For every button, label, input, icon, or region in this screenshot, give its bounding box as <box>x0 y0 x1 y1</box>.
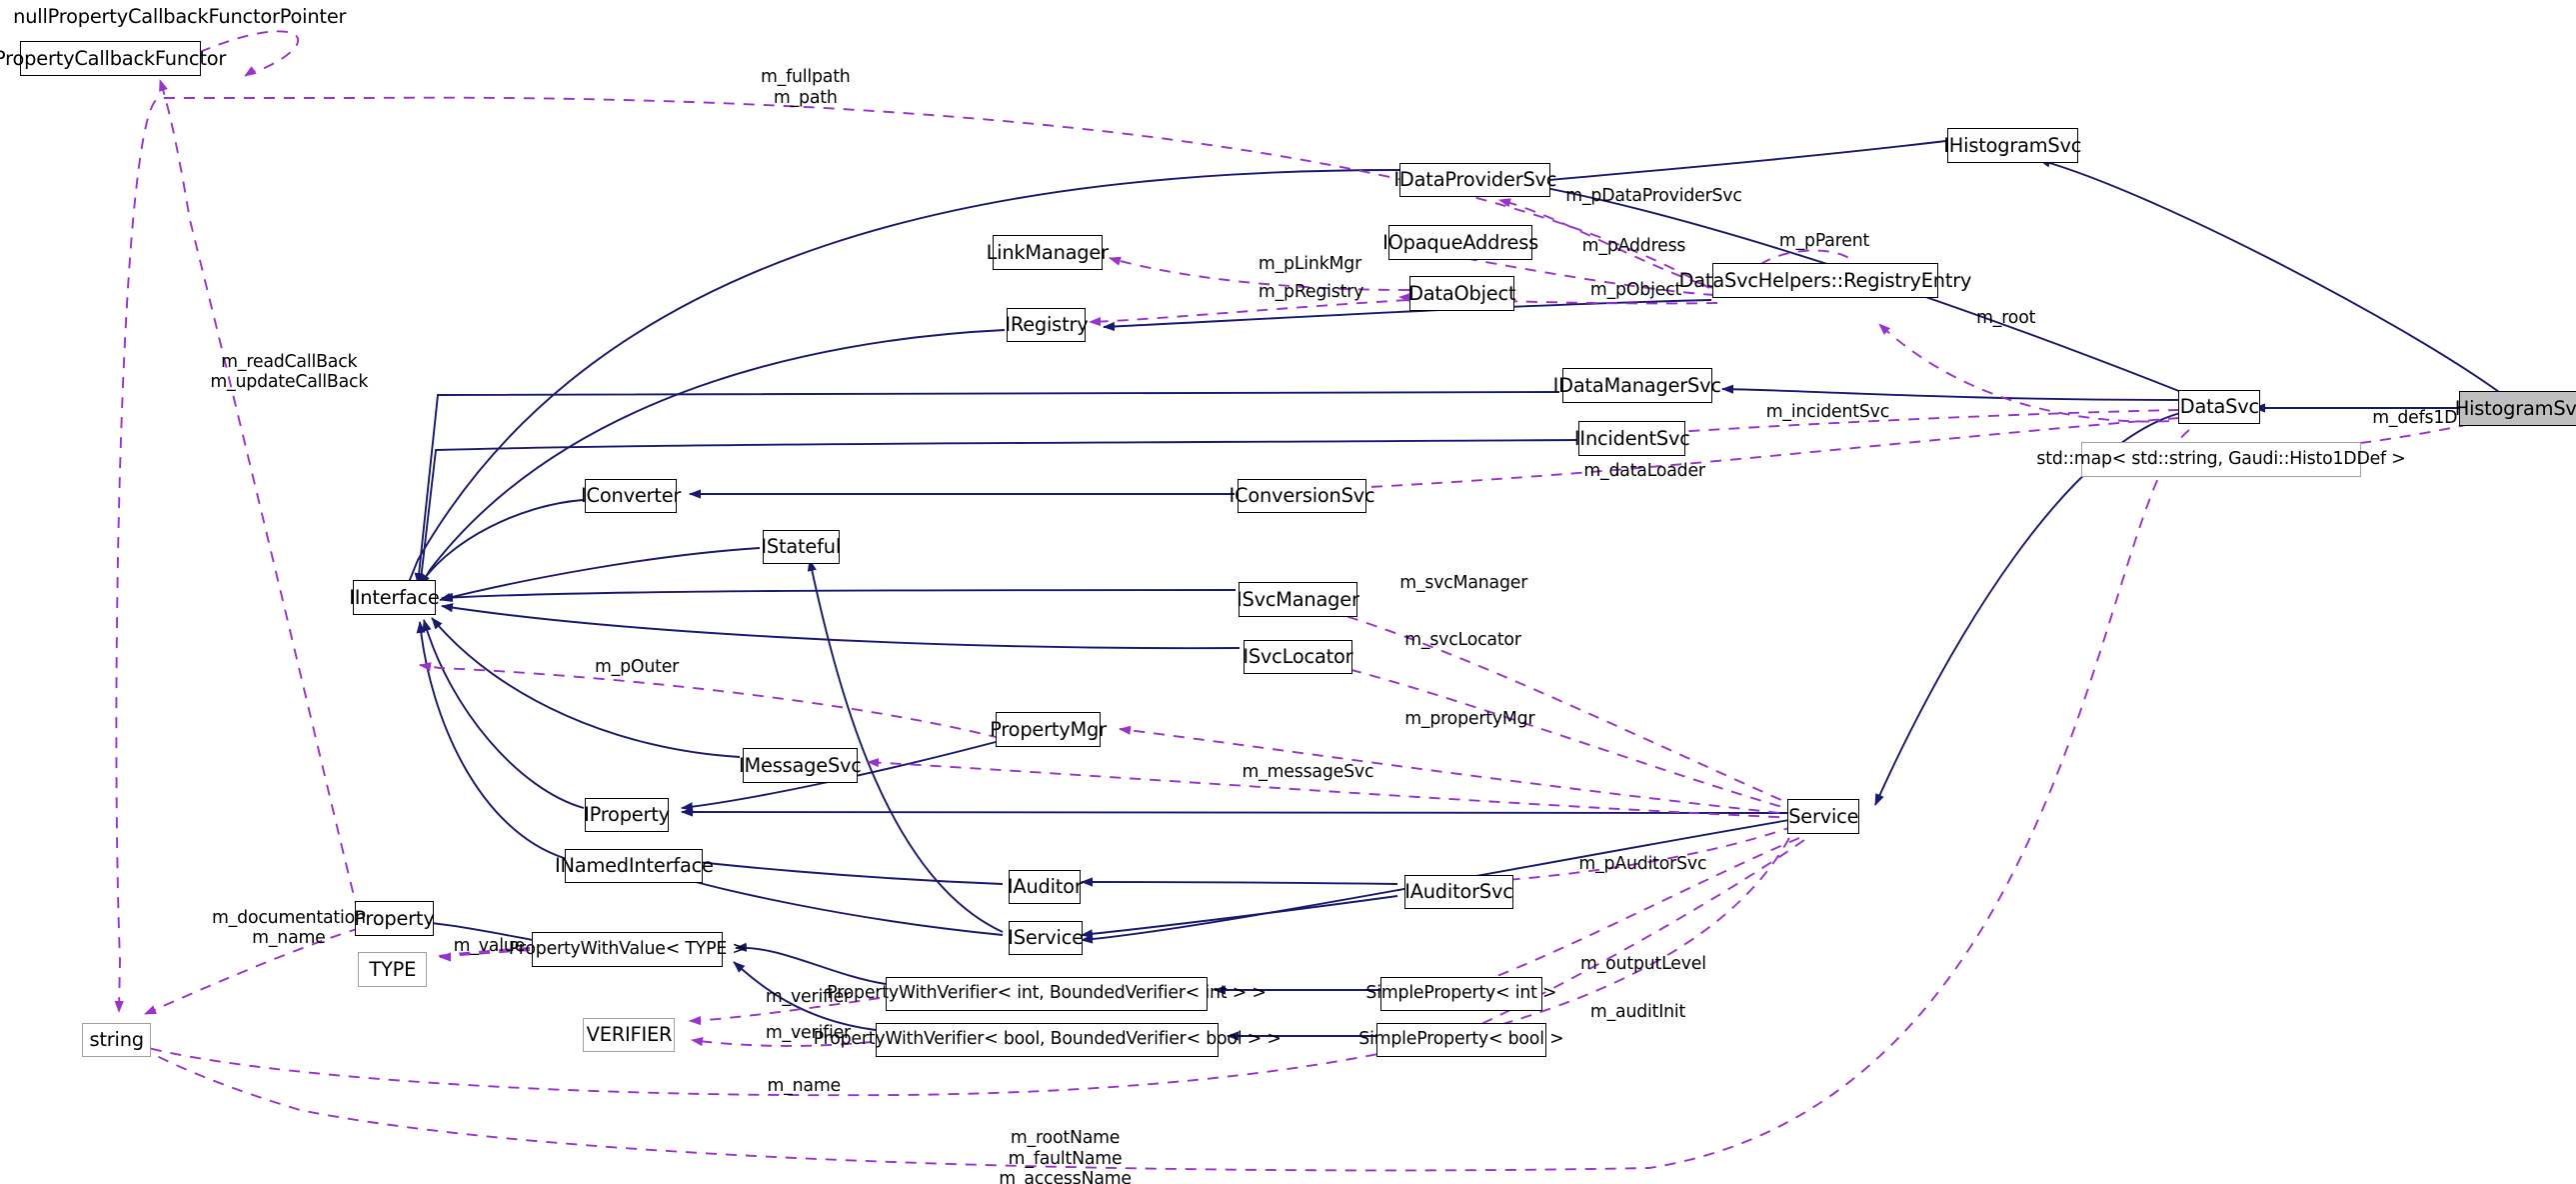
label-m-pregistry: m_pRegistry <box>1258 281 1364 302</box>
node-label: IStateful <box>761 535 842 559</box>
label-m-pauditorsvc: m_pAuditorSvc <box>1578 854 1707 875</box>
label-m-rootname-m-faultname-m-accessname: m_rootName m_faultName m_accessName <box>999 1128 1132 1184</box>
node-label: IAuditor <box>1007 875 1083 899</box>
node-label: INamedInterface <box>554 854 714 878</box>
node-link-manager[interactable]: LinkManager <box>987 235 1109 270</box>
node-label: DataObject <box>1408 281 1516 305</box>
node-propertymgr[interactable]: PropertyMgr <box>990 712 1107 747</box>
node-label: DataSvc <box>2179 395 2259 419</box>
node-inamedinterface[interactable]: INamedInterface <box>555 848 714 884</box>
node-idatamanagersvc[interactable]: IDataManagerSvc <box>1553 368 1721 403</box>
node-label: DataSvcHelpers::RegistryEntry <box>1678 268 1972 292</box>
node-std-map-histo1ddef[interactable]: std::map< std::string, Gaudi::Histo1DDef… <box>2036 442 2406 477</box>
label-m-pdataprovidersvc: m_pDataProviderSvc <box>1565 186 1742 207</box>
label-m-verifier-bool: m_verifier <box>765 1023 851 1044</box>
node-label: std::map< std::string, Gaudi::Histo1DDef… <box>2036 448 2406 469</box>
node-iopaqueaddress[interactable]: IOpaqueAddress <box>1382 225 1538 260</box>
label-m-pobject: m_pObject <box>1589 280 1682 301</box>
node-label: IProperty <box>584 803 670 827</box>
node-iauditor[interactable]: IAuditor <box>1007 869 1083 905</box>
node-dataobject[interactable]: DataObject <box>1408 276 1516 311</box>
node-label: ISvcLocator <box>1243 645 1353 669</box>
label-m-verifier-int: m_verifier <box>765 987 851 1008</box>
node-iauditorsvc[interactable]: IAuditorSvc <box>1404 874 1513 910</box>
node-property[interactable]: Property <box>354 901 435 936</box>
node-label: IRegistry <box>1005 313 1089 337</box>
node-label: LinkManager <box>986 240 1110 264</box>
node-datasvchelpers-registryentry[interactable]: DataSvcHelpers::RegistryEntry <box>1679 263 1971 298</box>
node-iregistry[interactable]: IRegistry <box>1005 307 1089 343</box>
node-label: PropertyWithValue< TYPE > <box>508 938 747 959</box>
node-iconversionsvc[interactable]: IConversionSvc <box>1230 478 1375 514</box>
node-label: IAuditorSvc <box>1404 880 1513 904</box>
node-iincidentsvc[interactable]: IIncidentSvc <box>1574 420 1690 456</box>
label-m-pouter: m_pOuter <box>594 656 680 677</box>
node-label: IMessageSvc <box>739 753 862 777</box>
label-m-name: m_name <box>767 1076 842 1097</box>
node-verifier[interactable]: VERIFIER <box>583 1017 676 1053</box>
node-datasvc[interactable]: DataSvc <box>2178 389 2261 425</box>
label-m-value: m_value <box>453 936 526 957</box>
label-m-messagesvc: m_messageSvc <box>1242 762 1374 783</box>
node-property-callback-functor[interactable]: PropertyCallbackFunctor <box>0 41 226 76</box>
node-label: IConversionSvc <box>1229 484 1375 508</box>
node-propertywithvalue[interactable]: PropertyWithValue< TYPE > <box>509 932 747 967</box>
node-iinterface[interactable]: IInterface <box>349 580 440 616</box>
label-m-incidentsvc: m_incidentSvc <box>1765 401 1890 422</box>
node-type[interactable]: TYPE <box>358 952 428 987</box>
node-label: VERIFIER <box>586 1023 673 1047</box>
node-label: ISvcManager <box>1236 587 1359 611</box>
label-m-dataloader: m_dataLoader <box>1583 461 1705 482</box>
node-label: IInterface <box>349 586 440 610</box>
node-istateful[interactable]: IStateful <box>761 529 842 565</box>
label-m-svcmanager: m_svcManager <box>1399 572 1528 593</box>
label-m-documentation-m-name: m_documentation m_name <box>212 907 366 949</box>
node-iconverter[interactable]: IConverter <box>581 478 681 514</box>
node-isvcmanager[interactable]: ISvcManager <box>1236 582 1359 617</box>
node-isvclocator[interactable]: ISvcLocator <box>1243 639 1353 675</box>
node-label: string <box>89 1028 145 1052</box>
node-label: SimpleProperty< int > <box>1365 983 1557 1004</box>
node-label: PropertyMgr <box>990 717 1107 741</box>
node-service[interactable]: Service <box>1787 799 1860 834</box>
label-m-fullpath-m-path: m_fullpath m_path <box>760 67 851 108</box>
node-label: PropertyCallbackFunctor <box>0 46 227 70</box>
node-label: PropertyWithVerifier< bool, BoundedVerif… <box>813 1029 1282 1050</box>
label-m-readcallback-m-updatecallback: m_readCallBack m_updateCallBack <box>210 351 369 393</box>
node-string[interactable]: string <box>82 1022 152 1058</box>
node-ihistogramsvc[interactable]: IHistogramSvc <box>1943 128 2081 163</box>
node-propertywithverifier-int[interactable]: PropertyWithVerifier< int, BoundedVerifi… <box>827 976 1267 1012</box>
node-label: HistogramSvc <box>2454 396 2576 420</box>
node-label: SimpleProperty< bool > <box>1358 1029 1564 1050</box>
node-histogramsvc[interactable]: HistogramSvc <box>2455 391 2576 426</box>
label-null-property-callback-functor-pointer: nullPropertyCallbackFunctorPointer <box>13 4 347 28</box>
node-label: Property <box>354 906 435 930</box>
node-label: IDataManagerSvc <box>1552 373 1721 397</box>
label-m-outputlevel: m_outputLevel <box>1580 954 1706 975</box>
label-m-paddress: m_pAddress <box>1581 235 1686 256</box>
node-label: PropertyWithVerifier< int, BoundedVerifi… <box>827 983 1267 1004</box>
node-imessagesvc[interactable]: IMessageSvc <box>739 748 862 783</box>
node-label: IIncidentSvc <box>1573 426 1690 450</box>
node-propertywithverifier-bool[interactable]: PropertyWithVerifier< bool, BoundedVerif… <box>814 1022 1282 1058</box>
node-idataprovidersvc[interactable]: IDataProviderSvc <box>1393 162 1556 198</box>
label-m-svclocator: m_svcLocator <box>1404 630 1521 651</box>
label-m-root: m_root <box>1976 308 2036 329</box>
label-m-defs1d: m_defs1D <box>2372 408 2458 429</box>
node-label: IHistogramSvc <box>1943 133 2082 157</box>
node-simpleproperty-bool[interactable]: SimpleProperty< bool > <box>1358 1022 1564 1058</box>
label-m-plinkmgr: m_pLinkMgr <box>1258 253 1362 274</box>
node-label: IOpaqueAddress <box>1382 230 1538 254</box>
node-iservice[interactable]: IService <box>1008 920 1084 956</box>
node-iproperty[interactable]: IProperty <box>584 797 670 833</box>
node-label: TYPE <box>369 957 417 981</box>
label-m-propertymgr: m_propertyMgr <box>1404 709 1535 730</box>
node-label: IConverter <box>581 484 682 508</box>
label-m-auditinit: m_auditInit <box>1589 1002 1686 1023</box>
node-label: Service <box>1788 804 1859 828</box>
node-simpleproperty-int[interactable]: SimpleProperty< int > <box>1365 976 1557 1012</box>
label-m-pparent: m_pParent <box>1778 230 1870 251</box>
node-label: IDataProviderSvc <box>1393 168 1557 192</box>
node-label: IService <box>1008 926 1084 950</box>
